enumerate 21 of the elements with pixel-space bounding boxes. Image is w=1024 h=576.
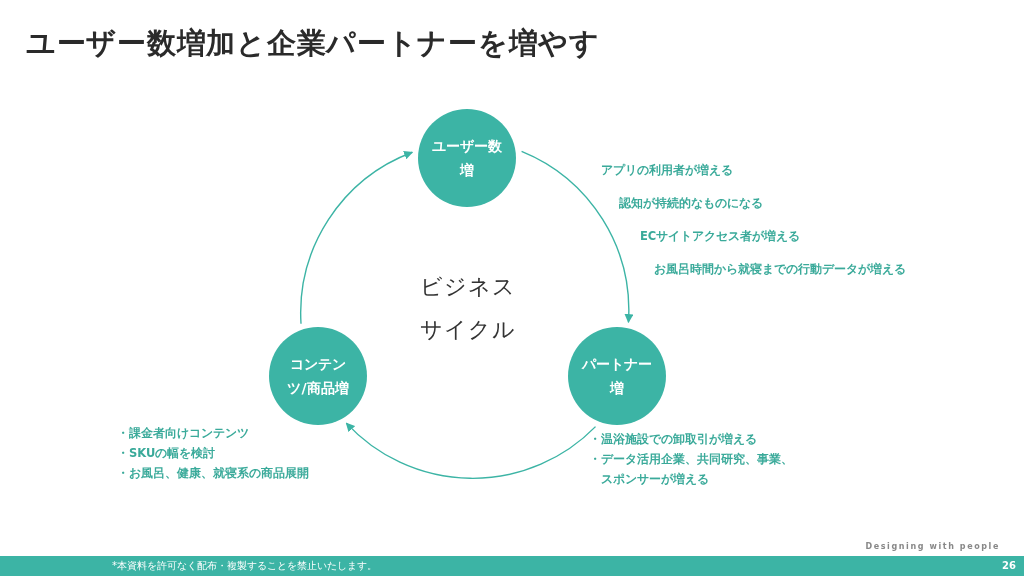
cycle-arrow — [520, 150, 633, 324]
slide-title: ユーザー数増加と企業パートナーを増やす — [26, 25, 600, 62]
stage-label: ユーザー数増 — [431, 137, 503, 180]
effect-text: お風呂時間から就寝までの行動データが増える — [654, 261, 907, 278]
center-label: ビジネス — [420, 273, 517, 301]
effect-text: ・温浴施設での卸取引が増える — [589, 431, 758, 448]
effect-text: ・課金者向けコンテンツ — [117, 425, 250, 442]
page-number: 26 — [1002, 559, 1016, 573]
stage-label: コンテンツ/商品増 — [286, 355, 350, 398]
effect-text: ・データ活用企業、共同研究、事業、スポンサーが増える — [589, 451, 794, 488]
effect-text: ・SKUの幅を検討 — [117, 445, 217, 462]
effect-text: アプリの利用者が増える — [601, 162, 734, 179]
stage-label: パートナー増 — [580, 355, 653, 398]
effect-text: ECサイトアクセス者が増える — [640, 228, 802, 245]
effect-text: 認知が持続的なものになる — [619, 195, 764, 212]
cycle-arrow — [345, 422, 597, 479]
effect-text: ・お風呂、健康、就寝系の商品展開 — [117, 465, 310, 482]
tagline: Designing with people — [865, 541, 1000, 553]
footer-note: *本資料を許可なく配布・複製することを禁止いたします。 — [112, 559, 377, 573]
center-label: サイクル — [420, 316, 517, 344]
cycle-arrow — [300, 151, 414, 325]
